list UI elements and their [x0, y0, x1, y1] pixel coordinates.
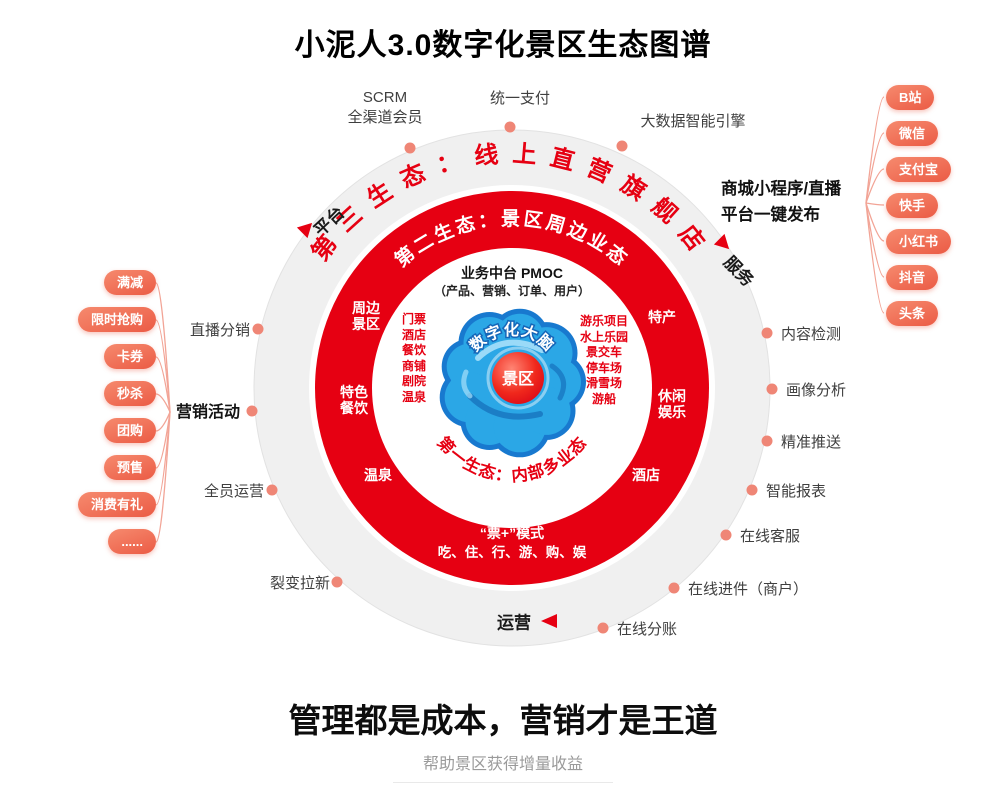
label-portrait-analysis: 画像分析 — [786, 382, 847, 399]
fan-lines-right — [865, 96, 885, 314]
pill-presale: 预售 — [103, 455, 156, 480]
inner-item: 游乐项目 — [579, 314, 629, 328]
label-mall-line1: 商城小程序/直播 — [721, 180, 842, 198]
pill-full-discount: 满减 — [103, 270, 156, 295]
label-live-distribution: 直播分销 — [190, 322, 251, 339]
inner-right-column: 游乐项目 水上乐园 景交车 停车场 滑雪场 游船 — [580, 314, 628, 407]
pill-alipay: 支付宝 — [886, 157, 952, 182]
inner-left-column: 门票 酒店 餐饮 商铺 剧院 温泉 — [402, 312, 426, 405]
label-big-data: 大数据智能引擎 — [640, 113, 746, 130]
pill-group-buy: 团购 — [103, 418, 156, 443]
pill-kuaishou: 快手 — [886, 193, 939, 218]
flow-arrows — [296, 222, 730, 628]
pill-coupon: 卡券 — [103, 344, 156, 369]
ring2-item-specialty: 特产 — [648, 309, 676, 325]
pill-consume-gift: 消费有礼 — [77, 492, 156, 517]
ring2-item-hot-spring: 温泉 — [364, 467, 392, 483]
label-online-service: 在线客服 — [740, 528, 801, 545]
connector-dots — [246, 121, 778, 634]
dot-scrm — [404, 142, 416, 154]
label-online-merchant: 在线进件（商户） — [688, 581, 809, 598]
ring2-item-around: 周边景区 — [352, 300, 380, 332]
dot-online-service — [720, 529, 732, 541]
inner-item: 酒店 — [401, 327, 427, 342]
pill-wechat: 微信 — [886, 121, 939, 146]
inner-item: 商铺 — [401, 358, 427, 373]
label-marketing: 营销活动 — [176, 404, 241, 421]
dot-smart-report — [746, 484, 758, 496]
dot-content-check — [761, 327, 773, 339]
inner-item: 温泉 — [401, 389, 427, 404]
inner-item: 停车场 — [585, 360, 623, 375]
inner-item: 剧院 — [401, 374, 427, 388]
dot-fission — [331, 576, 343, 588]
dot-portrait-analysis — [766, 383, 778, 395]
flow-arrow-service — [713, 233, 730, 250]
pmoc-title: 业务中台 PMOC — [461, 265, 563, 281]
footer-subline-wrap: 帮助景区获得增量收益 — [0, 750, 1006, 783]
core-label: 景区 — [502, 370, 534, 388]
label-scrm: SCRM 全渠道会员 — [347, 88, 422, 127]
label-fission: 裂变拉新 — [270, 575, 331, 592]
core-glow — [486, 346, 550, 410]
pill-bilibili: B站 — [886, 85, 935, 110]
ticket-mode-label: “票+”模式 — [479, 525, 545, 541]
footer-headline: 管理都是成本，营销才是王道 — [288, 702, 718, 739]
ticket-chain-label: 吃、住、行、游、购、娱 — [437, 545, 587, 560]
label-scrm-line2: 全渠道会员 — [347, 108, 423, 126]
label-smart-report: 智能报表 — [766, 483, 827, 500]
dot-unified-pay — [504, 121, 516, 133]
pmoc-subtitle: （产品、营销、订单、用户） — [433, 284, 591, 298]
inner-item: 水上乐园 — [579, 329, 629, 344]
page-title: 小泥人3.0数字化景区生态图谱 — [294, 29, 712, 62]
pill-flash-sale: 限时抢购 — [77, 307, 156, 332]
label-precise-push: 精准推送 — [781, 434, 842, 451]
label-scrm-line1: SCRM — [362, 89, 408, 106]
axis-label-operation: 运营 — [497, 613, 531, 633]
label-online-split: 在线分账 — [617, 621, 678, 638]
label-unified-pay: 统一支付 — [489, 90, 551, 107]
inner-item: 门票 — [401, 312, 427, 326]
dot-all-staff — [266, 484, 278, 496]
label-mall-line2: 平台一键发布 — [721, 206, 820, 224]
pill-douyin: 抖音 — [886, 265, 939, 290]
label-content-check: 内容检测 — [781, 326, 842, 343]
inner-item: 滑雪场 — [585, 376, 623, 390]
ring2-item-dining: 特色餐饮 — [340, 384, 368, 416]
dot-big-data — [616, 140, 628, 152]
flow-arrow-platform — [296, 222, 313, 239]
dot-precise-push — [761, 435, 773, 447]
footer-subline: 帮助景区获得增量收益 — [392, 750, 613, 783]
label-mall-publish: 商城小程序/直播 平台一键发布 — [721, 176, 841, 228]
pill-xiaohongshu: 小红书 — [886, 229, 952, 254]
core-circle — [492, 352, 544, 404]
inner-item: 景交车 — [585, 345, 623, 359]
pill-toutiao: 头条 — [886, 301, 939, 326]
ring2-item-hotel: 酒店 — [632, 467, 660, 483]
dot-online-split — [597, 622, 609, 634]
inner-item: 游船 — [591, 391, 617, 406]
ring2-item-leisure: 休闲娱乐 — [658, 388, 686, 420]
fan-lines-left — [155, 282, 171, 543]
flow-arrow-operation — [541, 614, 557, 628]
pill-more: ...... — [108, 529, 156, 554]
dot-live-distribution — [252, 323, 264, 335]
dot-marketing — [246, 405, 258, 417]
pill-seckill: 秒杀 — [103, 381, 156, 406]
dot-online-merchant — [668, 582, 680, 594]
label-all-staff: 全员运营 — [204, 483, 265, 500]
inner-item: 餐饮 — [401, 343, 427, 357]
brain-swirls — [461, 339, 567, 420]
